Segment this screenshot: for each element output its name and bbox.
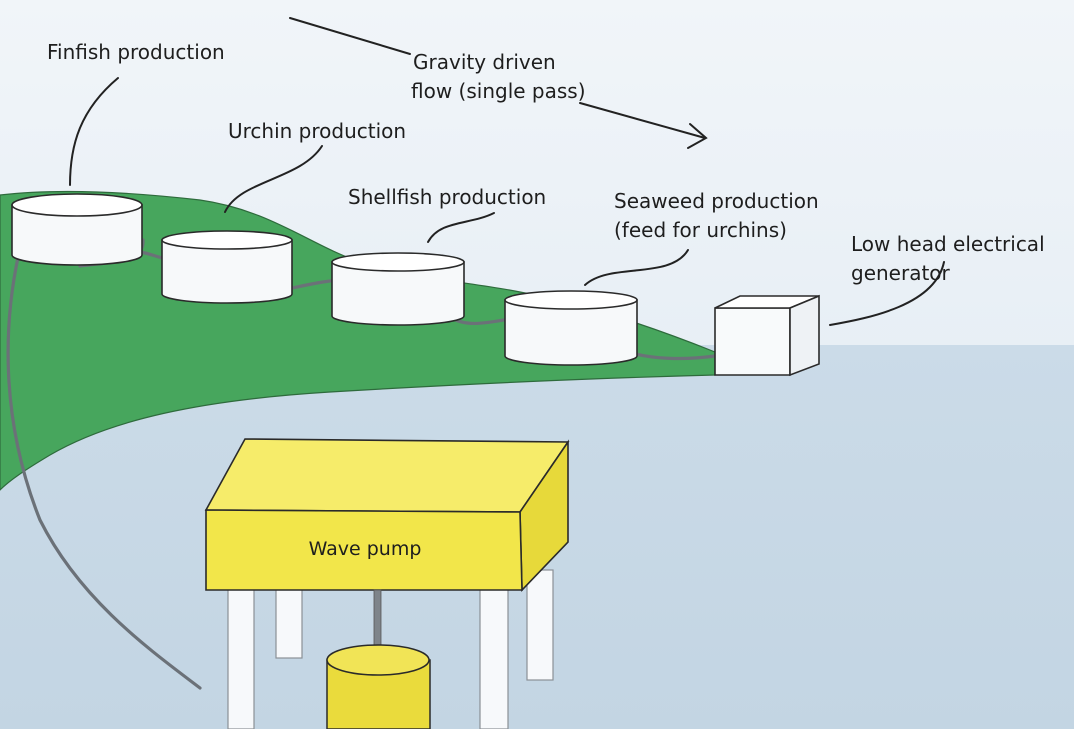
urchin-label: Urchin production [228,119,406,143]
flow-arrow-line-b [579,102,706,139]
shellfish-tank [331,252,465,326]
flow-label-line1: Gravity driven [413,50,556,74]
shellfish-leader [427,212,495,243]
urchin-leader [224,145,323,213]
seaweed-label-line2: (feed for urchins) [614,218,787,242]
seaweed-label-line1: Seaweed production [614,189,819,213]
seaweed-tank [504,290,638,366]
finfish-tank [11,193,143,266]
wave-pump-box-front [205,509,523,591]
wave-pump-rod [373,589,382,653]
flow-label-line2: flow (single pass) [411,79,586,103]
urchin-tank [161,230,293,304]
wave-pump-box-top [204,438,570,513]
wave-pump-label: Wave pump [309,538,422,560]
flow-arrow-head [687,123,708,149]
outflow-line [6,238,202,690]
finfish-label: Finfish production [47,40,225,64]
generator-label-line2: generator [851,261,951,285]
wave-pump [204,438,570,729]
finfish-leader [69,77,119,186]
generator-label-line1: Low head electrical [851,232,1045,256]
wave-pump-cylinder-top [326,644,430,676]
shellfish-label: Shellfish production [348,185,546,209]
generator-cube [714,294,820,377]
generator-leader [829,261,945,326]
seaweed-leader [584,249,689,286]
flow-arrow-line-a [289,17,411,55]
